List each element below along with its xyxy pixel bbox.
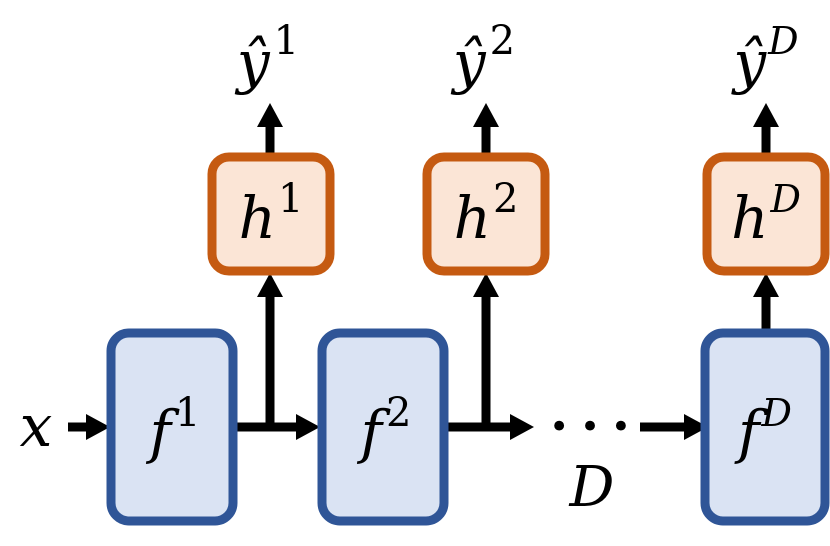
arrowhead-f1-to-f2 xyxy=(296,414,320,440)
arrowhead-fD-to-hD xyxy=(753,273,779,297)
f-block-D-box xyxy=(700,328,830,526)
f-block-D: fD xyxy=(700,328,830,526)
input-x-label: x xyxy=(20,392,53,460)
h-block-D-label: hD xyxy=(731,177,801,252)
arrowhead-hD-to-yD xyxy=(753,103,779,127)
depth-label: D xyxy=(569,455,615,520)
h-block-D: hD xyxy=(702,152,830,276)
h-block-2-label: h2 xyxy=(454,176,519,252)
h-block-1-box xyxy=(207,152,335,276)
arrowhead-h1-to-y1 xyxy=(257,103,283,127)
arrowhead-input-to-f1 xyxy=(86,414,110,440)
h-block-2-box xyxy=(422,152,550,276)
h-block-2: h2 xyxy=(422,152,550,276)
h-block-1: h1 xyxy=(207,152,335,276)
output-yD-label: ŷD xyxy=(730,19,798,96)
arrowhead-h2-to-y2 xyxy=(473,103,499,127)
h-block-D-box xyxy=(702,152,830,276)
arrowhead-f2-to-dots xyxy=(510,414,534,440)
arrowhead-branch-to-h2 xyxy=(473,273,499,297)
arrowhead-dots-to-fD xyxy=(684,414,708,440)
f-block-1-box xyxy=(106,328,238,526)
f-block-2-box xyxy=(317,328,449,526)
connectors xyxy=(68,103,779,440)
arrowhead-branch-to-h1 xyxy=(257,273,283,297)
h-block-1-label: h1 xyxy=(239,176,304,252)
ellipsis-dots: • • • xyxy=(549,407,631,447)
